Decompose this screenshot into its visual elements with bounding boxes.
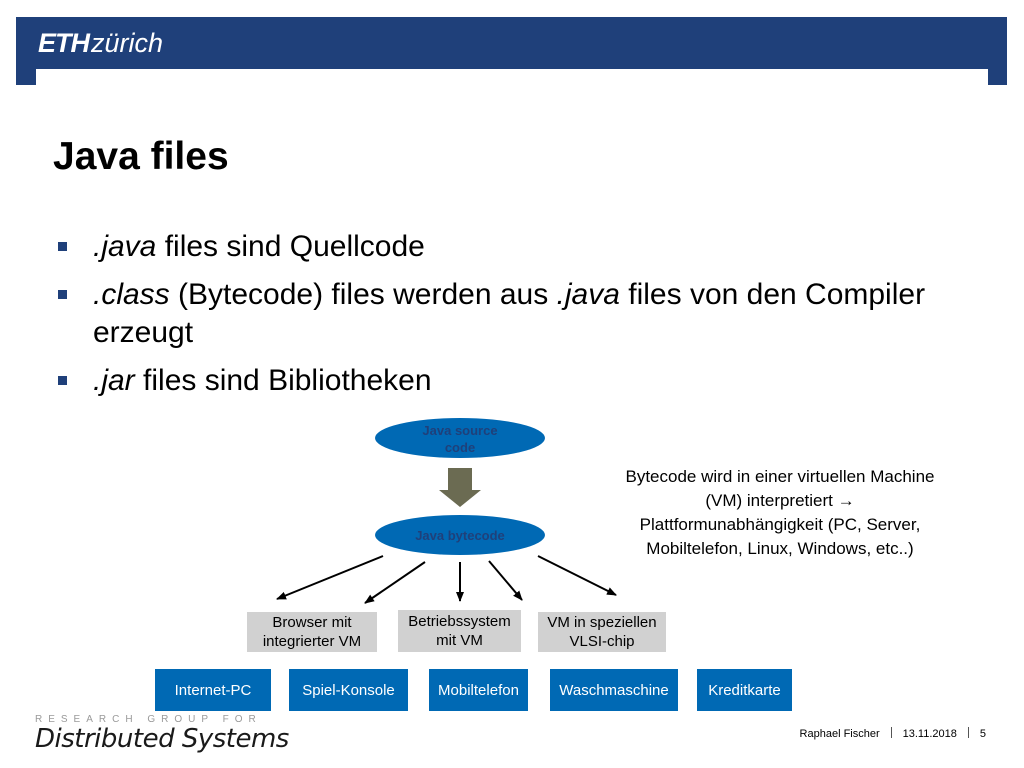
bullet-italic-term: .java [556,278,620,311]
side-note-line: (VM) interpretiert → [600,489,960,513]
header-bar [16,17,1007,69]
side-note-text: (VM) interpretiert [705,491,833,510]
down-arrow-icon [439,468,481,507]
bullet-italic-term: .java [93,230,157,263]
bullet-item: .class (Bytecode) files werden aus .java… [58,276,958,352]
footer-author: Raphael Fischer [799,728,880,740]
java-bytecode-label: Java bytecode [415,528,505,543]
bullet-square-icon [58,290,67,299]
connector-arrow [276,555,384,600]
target-line: VLSI-chip [569,633,635,650]
device-box: Spiel-Konsole [289,669,408,711]
java-source-line: Java source [422,423,498,438]
device-box: Waschmaschine [550,669,678,711]
java-source-ellipse [375,418,545,458]
footer-date: 13.11.2018 [902,728,957,740]
bullet-text: files von den Compiler erzeugt [93,278,926,349]
bullet-text: (Bytecode) files werden aus [169,278,557,311]
java-bytecode-ellipse [375,515,545,555]
bullet-list: .java files sind Quellcode .class (Bytec… [58,228,958,410]
logo-eth-text: ETH [38,28,90,58]
connector-arrow [364,561,426,604]
java-source-label: Java source code [395,422,525,456]
bullet-item: .java files sind Quellcode [58,228,958,266]
target-line: mit VM [436,632,483,649]
header-corner-left [16,69,36,85]
bullet-text: files sind Bibliotheken [134,364,432,397]
footer-meta: Raphael Fischer 13.11.2018 5 [800,727,986,741]
java-source-line: code [444,440,476,455]
eth-zurich-logo: ETHzürich [38,28,163,58]
side-note-line: Plattformunabhängigkeit (PC, Server, [639,515,921,534]
footer-distributed-systems: Distributed Systems [35,724,289,754]
bullet-italic-term: .class [93,278,170,311]
device-box: Mobiltelefon [429,669,528,711]
side-note-line: Bytecode wird in einer virtuellen Machin… [625,467,935,486]
footer-separator [890,727,892,738]
footer-page-number: 5 [979,728,986,740]
target-line: Betriebssystem [408,613,511,630]
side-note: Bytecode wird in einer virtuellen Machin… [600,465,960,561]
target-box-vlsi: VM in speziellen VLSI-chip [538,612,666,652]
target-box-browser: Browser mit integrierter VM [247,612,377,652]
target-box-os: Betriebssystem mit VM [398,610,521,652]
slide-title: Java files [53,135,229,178]
bullet-italic-term: .jar [93,364,135,397]
target-line: integrierter VM [262,633,362,650]
logo-zurich-text: zürich [91,28,164,58]
connector-arrow [537,555,617,596]
footer-separator [967,727,969,738]
bullet-square-icon [58,376,67,385]
side-note-line: Mobiltelefon, Linux, Windows, etc..) [646,539,914,558]
bullet-text: files sind Quellcode [156,230,425,263]
bullet-item: .jar files sind Bibliotheken [58,362,958,400]
device-box: Internet-PC [155,669,271,711]
device-box: Kreditkarte [697,669,792,711]
bullet-square-icon [58,242,67,251]
header-corner-right [988,69,1007,85]
connector-arrow [488,560,523,601]
target-line: Browser mit [272,614,352,631]
right-arrow-icon: → [837,491,855,510]
target-line: VM in speziellen [547,614,657,631]
footer-research-group: RESEARCH GROUP FOR [35,714,262,725]
